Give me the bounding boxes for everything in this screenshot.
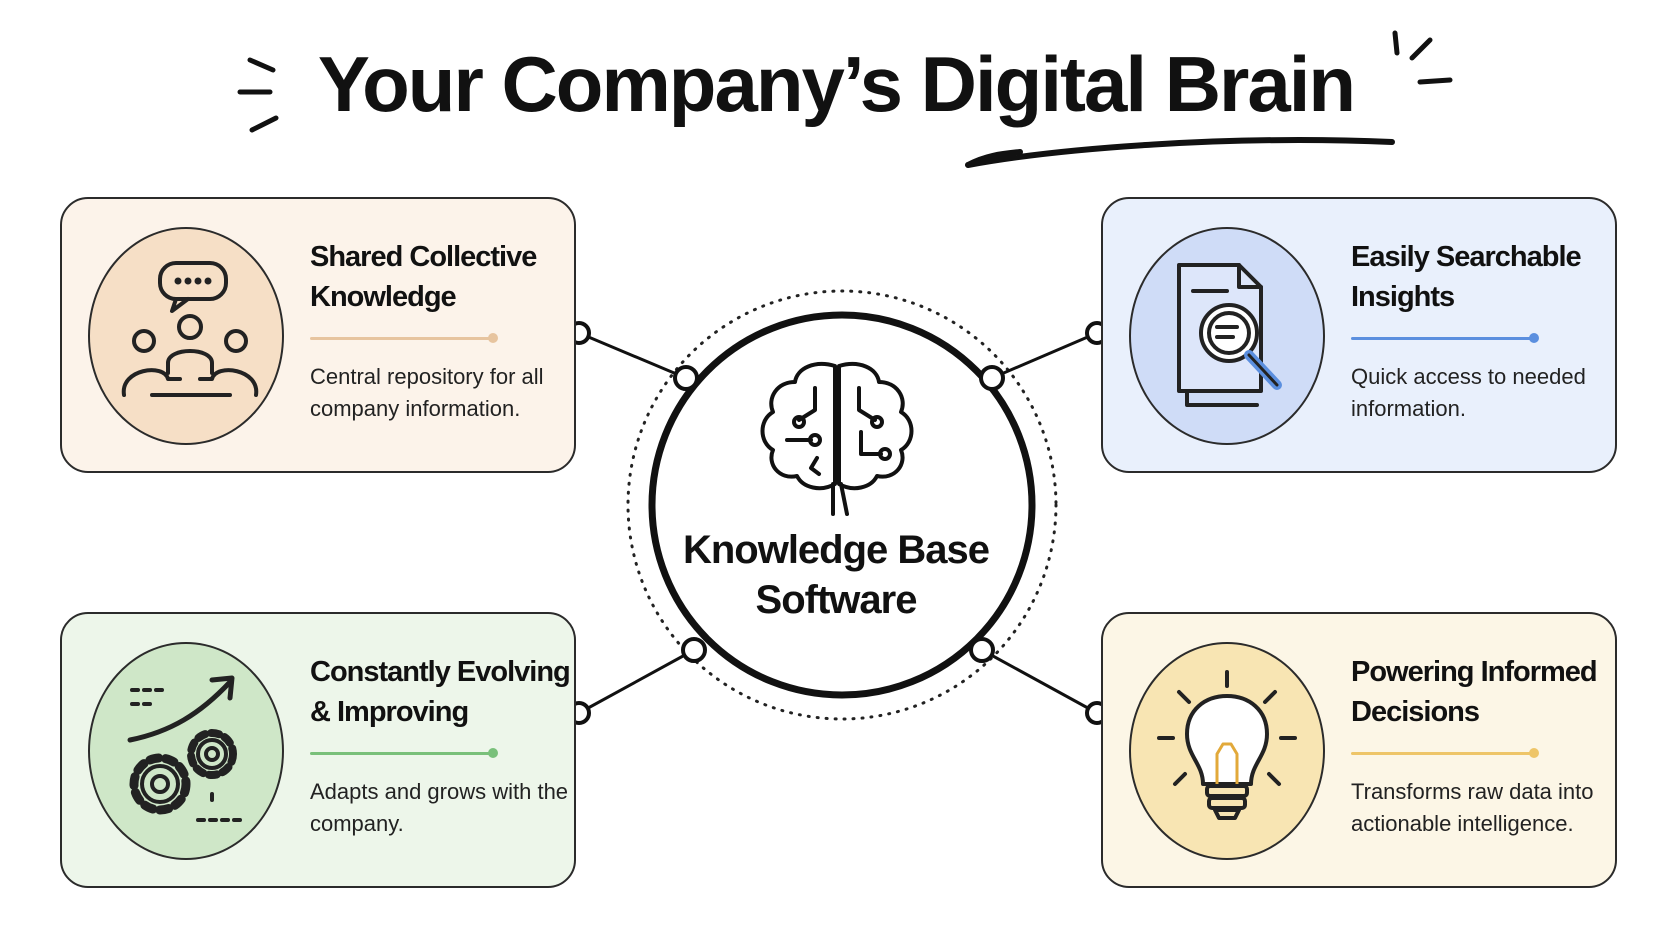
- connector-bottom-right: [969, 637, 1109, 725]
- card-icon-circle: [1129, 642, 1325, 860]
- lightbulb-icon: [1157, 670, 1297, 820]
- card-constantly-evolving-improving: Constantly Evolving & Improving Adapts a…: [60, 612, 576, 888]
- title-left-sparks: [237, 57, 279, 133]
- card-heading: Constantly Evolving & Improving: [310, 656, 571, 728]
- card-accent-rule: [1351, 752, 1533, 755]
- card-accent-dot: [488, 748, 498, 758]
- card-accent-dot: [488, 333, 498, 343]
- title-area: Your Company’s Digital Brain: [0, 0, 1672, 200]
- page-title: Your Company’s Digital Brain: [317, 40, 1356, 128]
- card-heading: Powering Informed Decisions: [1351, 656, 1598, 728]
- gears-growth-icon: [127, 675, 242, 822]
- card-description: Quick access to needed information.: [1351, 364, 1586, 421]
- card-heading: Shared Collective Knowledge: [310, 241, 537, 313]
- hub-label: Knowledge Base Software: [682, 528, 990, 622]
- card-accent-rule: [310, 752, 492, 755]
- connector-top-right: [979, 321, 1109, 391]
- card-accent-rule: [1351, 337, 1533, 340]
- card-icon-circle: [88, 227, 284, 445]
- card-accent-rule: [310, 337, 492, 340]
- card-easily-searchable-insights: Easily Searchable Insights Quick access …: [1101, 197, 1617, 473]
- card-shared-collective-knowledge: Shared Collective Knowledge Central repo…: [60, 197, 576, 473]
- card-heading: Easily Searchable Insights: [1351, 241, 1582, 313]
- card-accent-dot: [1529, 333, 1539, 343]
- hub-outer-dotted-ring: [626, 289, 1058, 721]
- card-description: Transforms raw data into actionable inte…: [1351, 779, 1594, 836]
- hub-circle: [648, 311, 1036, 699]
- card-icon-circle: [1129, 227, 1325, 445]
- card-accent-dot: [1529, 748, 1539, 758]
- connector-top-left: [567, 321, 699, 391]
- connector-bottom-left: [567, 637, 707, 725]
- title-right-sparks: [1392, 30, 1453, 85]
- card-powering-informed-decisions: Powering Informed Decisions Transforms r…: [1101, 612, 1617, 888]
- card-icon-circle: [88, 642, 284, 860]
- card-description: Central repository for all company infor…: [310, 364, 544, 421]
- title-underline-swoosh: [965, 137, 1395, 168]
- document-search-icon: [1177, 263, 1282, 407]
- team-discussion-icon: [121, 261, 259, 397]
- brain-circuit-icon: [760, 362, 914, 516]
- card-description: Adapts and grows with the company.: [310, 779, 569, 836]
